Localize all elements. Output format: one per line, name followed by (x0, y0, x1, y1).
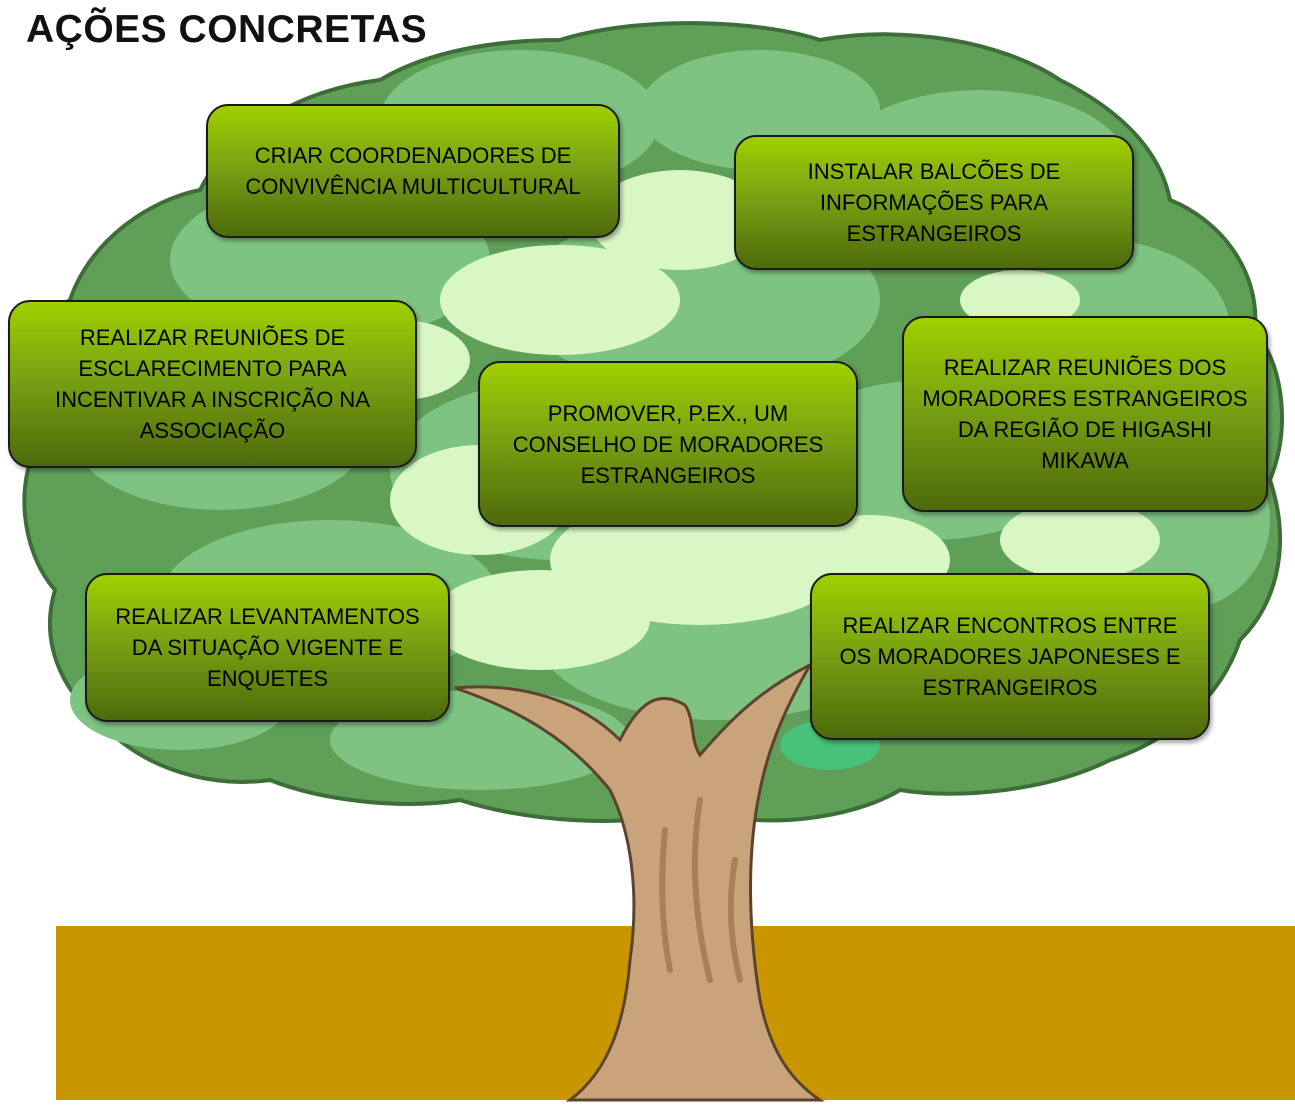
action-text: REALIZAR REUNIÕES DOS MORADORES ESTRANGE… (922, 355, 1248, 473)
action-box-encontros: REALIZAR ENCONTROS ENTRE OS MORADORES JA… (810, 573, 1210, 740)
action-text: CRIAR COORDENADORES DE CONVIVÊNCIA MULTI… (245, 143, 581, 199)
action-box-reunioes-esclarecimento: REALIZAR REUNIÕES DE ESCLARECIMENTO PARA… (8, 300, 417, 468)
action-text: REALIZAR LEVANTAMENTOS DA SITUAÇÃO VIGEN… (115, 604, 420, 691)
action-box-conselho: PROMOVER, P.EX., UM CONSELHO DE MORADORE… (478, 361, 858, 527)
action-text: REALIZAR ENCONTROS ENTRE OS MORADORES JA… (839, 613, 1181, 700)
action-text: REALIZAR REUNIÕES DE ESCLARECIMENTO PARA… (55, 325, 370, 443)
action-text: INSTALAR BALCÕES DE INFORMAÇÕES PARA EST… (807, 159, 1061, 246)
tree-trunk (454, 661, 825, 1102)
action-box-reunioes-higashi: REALIZAR REUNIÕES DOS MORADORES ESTRANGE… (902, 316, 1268, 512)
action-box-balcoes: INSTALAR BALCÕES DE INFORMAÇÕES PARA EST… (734, 135, 1134, 270)
action-box-coordenadores: CRIAR COORDENADORES DE CONVIVÊNCIA MULTI… (206, 104, 620, 238)
action-text: PROMOVER, P.EX., UM CONSELHO DE MORADORE… (512, 400, 824, 488)
action-box-levantamentos: REALIZAR LEVANTAMENTOS DA SITUAÇÃO VIGEN… (85, 573, 450, 722)
trunk-texture (659, 797, 743, 983)
page-title: AÇÕES CONCRETAS (26, 8, 428, 51)
